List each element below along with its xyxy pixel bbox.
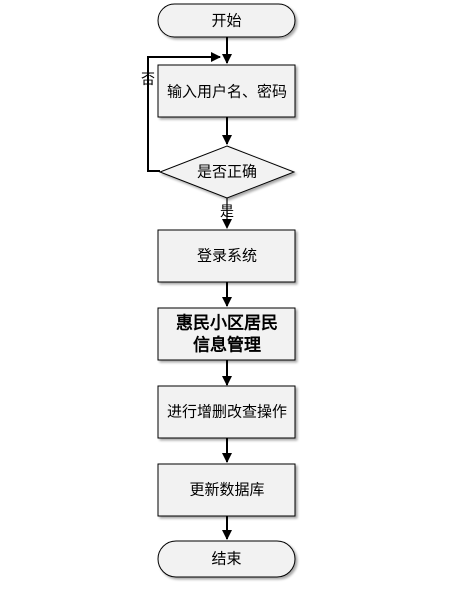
- arrow-decision-no-loop: [147, 52, 221, 172]
- decision-shape: [158, 145, 296, 199]
- decision-no-label: 否: [141, 72, 155, 88]
- decision-node: 是否正确: [158, 145, 296, 199]
- decision-label: 是否正确: [197, 163, 257, 181]
- crud-operations-label: 进行增删改查操作: [167, 403, 287, 421]
- end-label: 结束: [211, 550, 241, 568]
- login-system-shape: [157, 229, 296, 283]
- login-system-label: 登录系统: [197, 247, 257, 265]
- input-credentials-node: 输入用户名、密码: [157, 64, 296, 118]
- app-title-line2: 信息管理: [193, 335, 261, 356]
- crud-operations-node: 进行增删改查操作: [157, 385, 296, 439]
- input-credentials-label: 输入用户名、密码: [167, 83, 287, 101]
- app-title-shape: [157, 307, 296, 361]
- input-credentials-shape: [157, 64, 296, 118]
- app-title-node: 惠民小区居民 信息管理: [157, 307, 296, 361]
- start-shape: [157, 3, 296, 38]
- login-system-node: 登录系统: [157, 229, 296, 283]
- start-node: 开始: [157, 3, 296, 38]
- crud-operations-shape: [157, 385, 296, 439]
- end-shape: [157, 540, 296, 578]
- end-node: 结束: [157, 540, 296, 578]
- update-database-node: 更新数据库: [157, 463, 296, 517]
- app-title-line1: 惠民小区居民: [176, 313, 278, 334]
- update-database-label: 更新数据库: [189, 481, 264, 499]
- decision-yes-label: 是: [220, 204, 234, 220]
- start-label: 开始: [211, 12, 241, 30]
- update-database-shape: [157, 463, 296, 517]
